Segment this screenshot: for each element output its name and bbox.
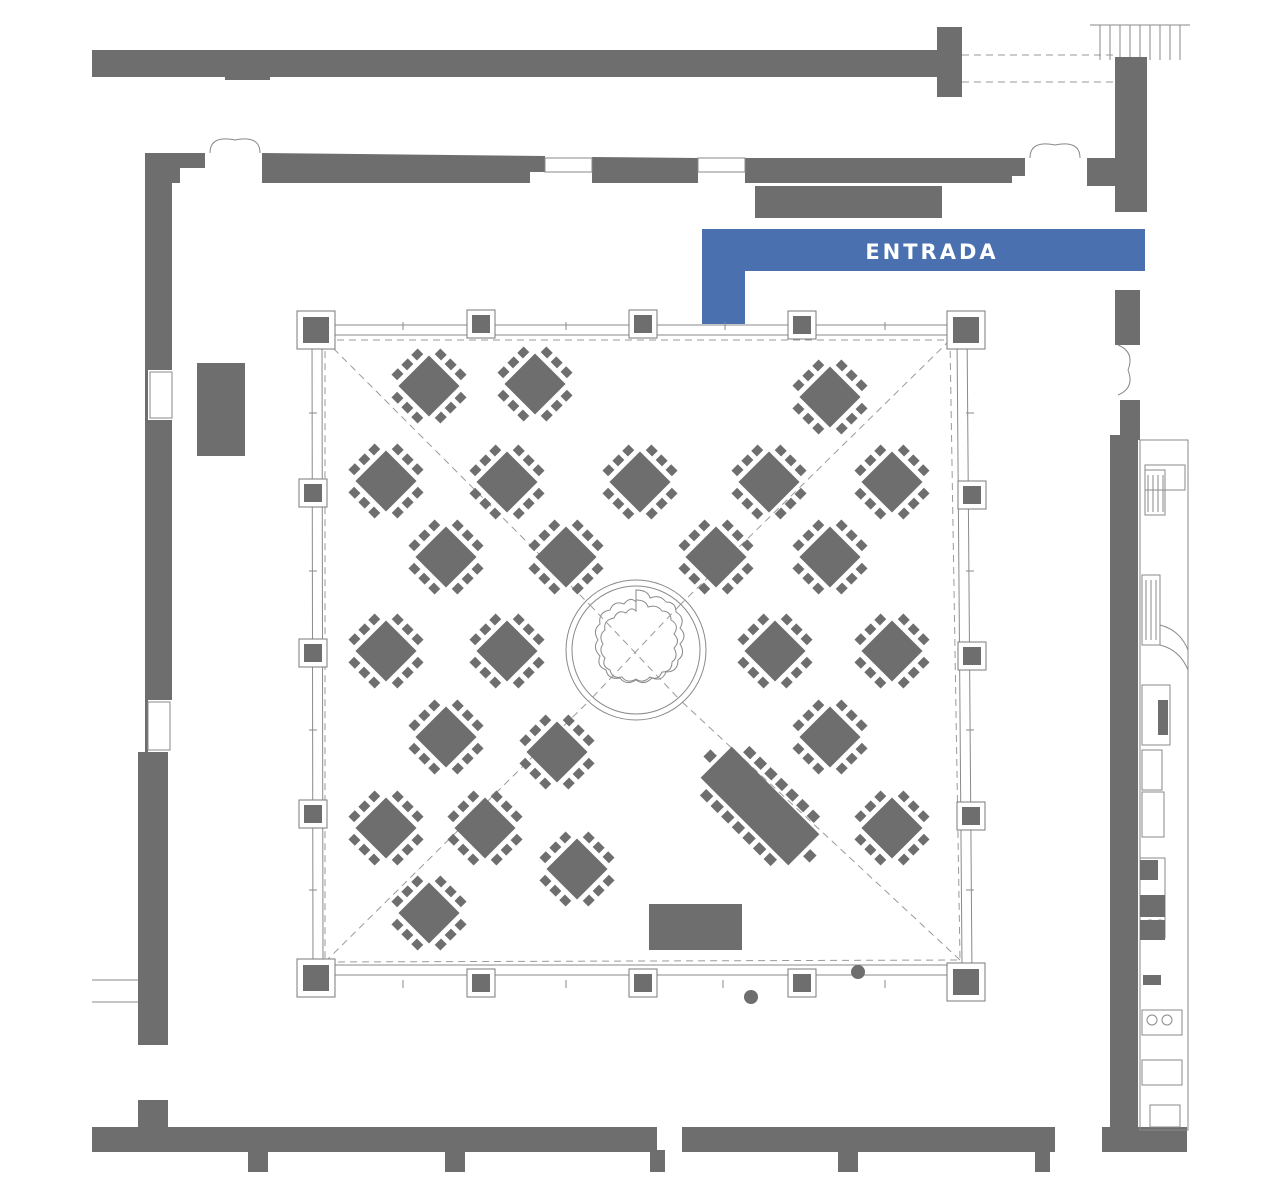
tables bbox=[337, 335, 941, 962]
round-table[interactable] bbox=[726, 602, 824, 700]
round-table[interactable] bbox=[380, 864, 478, 962]
banquet-table[interactable] bbox=[682, 728, 838, 884]
entrance-label: ENTRADA bbox=[865, 240, 998, 264]
chair bbox=[699, 789, 714, 803]
chair bbox=[743, 745, 757, 760]
chair bbox=[752, 842, 767, 856]
chair bbox=[764, 767, 778, 781]
pillar bbox=[628, 968, 658, 998]
chair bbox=[803, 849, 817, 863]
round-table[interactable] bbox=[843, 602, 941, 700]
round-table[interactable] bbox=[436, 779, 534, 877]
round-table[interactable] bbox=[667, 508, 765, 606]
outer-walls bbox=[92, 24, 1190, 1172]
pillars bbox=[296, 309, 987, 1002]
round-table[interactable] bbox=[781, 688, 879, 786]
hall-walls bbox=[92, 138, 1140, 1130]
round-table[interactable] bbox=[843, 433, 941, 531]
pillar bbox=[956, 801, 986, 831]
round-table[interactable] bbox=[337, 602, 435, 700]
chair bbox=[731, 820, 746, 835]
pillar bbox=[787, 968, 817, 998]
kitchen-appliances bbox=[1140, 700, 1168, 985]
entrance-marker[interactable]: ENTRADA bbox=[702, 229, 1145, 324]
entrance-shape bbox=[702, 229, 1145, 324]
chair bbox=[742, 831, 756, 845]
round-table[interactable] bbox=[720, 433, 818, 531]
banquet-top bbox=[700, 746, 820, 866]
round-table[interactable] bbox=[508, 703, 606, 801]
kitchen-area bbox=[1139, 439, 1189, 1131]
round-table[interactable] bbox=[458, 433, 556, 531]
round-table[interactable] bbox=[781, 508, 879, 606]
pillar bbox=[466, 968, 496, 998]
chair bbox=[796, 798, 810, 813]
round-table[interactable] bbox=[397, 508, 495, 606]
left-side-block bbox=[197, 363, 245, 456]
chair bbox=[703, 749, 717, 763]
chair bbox=[774, 777, 789, 792]
round-table[interactable] bbox=[591, 433, 689, 531]
marker-dot bbox=[851, 965, 865, 979]
pillar bbox=[466, 309, 496, 339]
chair bbox=[806, 809, 821, 823]
pillar bbox=[298, 638, 328, 668]
pillar bbox=[946, 310, 986, 350]
pillar bbox=[787, 310, 817, 340]
chair bbox=[763, 852, 777, 867]
round-table[interactable] bbox=[337, 432, 435, 530]
pillar bbox=[957, 480, 987, 510]
round-table[interactable] bbox=[781, 348, 879, 446]
stage-block bbox=[755, 186, 942, 218]
round-table[interactable] bbox=[380, 337, 478, 435]
round-table[interactable] bbox=[397, 688, 495, 786]
chair bbox=[753, 756, 768, 770]
pillar bbox=[298, 799, 328, 829]
round-table[interactable] bbox=[458, 602, 556, 700]
chair bbox=[721, 810, 735, 824]
round-table[interactable] bbox=[528, 820, 626, 918]
chair bbox=[710, 799, 724, 814]
pillar bbox=[296, 958, 336, 998]
tent-ticks bbox=[309, 322, 974, 988]
pillar bbox=[298, 478, 328, 508]
pillar bbox=[296, 310, 336, 350]
round-table[interactable] bbox=[517, 508, 615, 606]
chair bbox=[785, 788, 799, 802]
pillar bbox=[957, 641, 987, 671]
round-table[interactable] bbox=[486, 335, 584, 433]
dance-floor bbox=[565, 579, 707, 721]
round-table[interactable] bbox=[337, 779, 435, 877]
bottom-center-block bbox=[649, 904, 742, 950]
pillar bbox=[946, 962, 986, 1002]
marker-dot bbox=[744, 990, 758, 1004]
pillar bbox=[628, 309, 658, 339]
round-table[interactable] bbox=[843, 779, 941, 877]
